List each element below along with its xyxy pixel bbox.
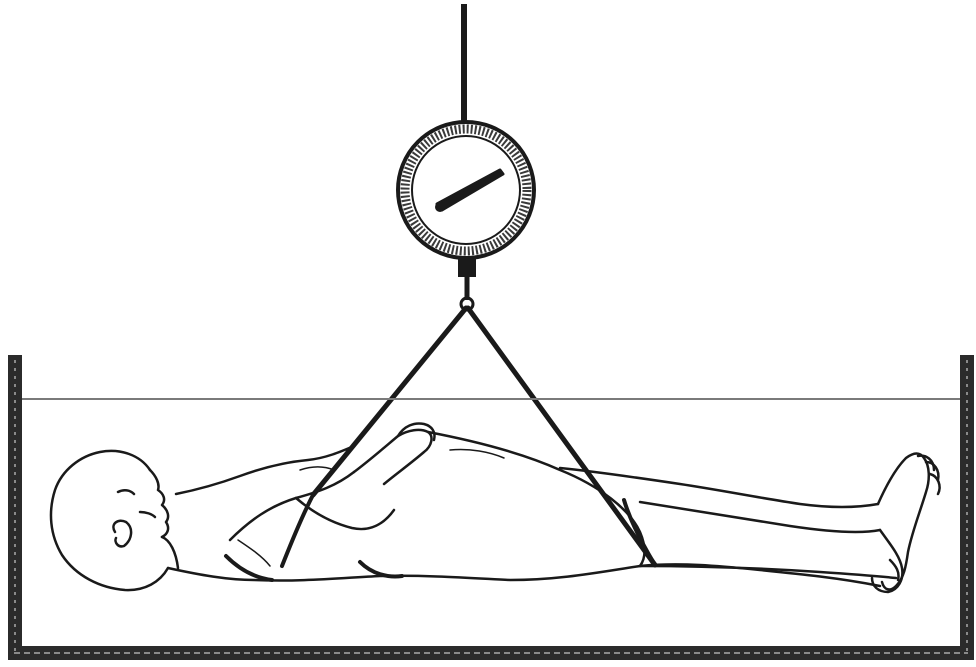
strap-left bbox=[313, 308, 466, 495]
figure-shading-2 bbox=[450, 449, 504, 458]
figure-forearm bbox=[354, 430, 431, 484]
cradle-straps bbox=[313, 308, 655, 565]
strap-support-line-2 bbox=[360, 562, 402, 576]
reclining-person-figure bbox=[51, 424, 940, 593]
figure-shading-1 bbox=[300, 467, 334, 470]
cradle-under-body bbox=[226, 495, 655, 580]
dial-needle-hub bbox=[435, 202, 445, 212]
figure-shading-3 bbox=[238, 540, 270, 566]
scale-dial-icon bbox=[398, 122, 534, 310]
figure-back bbox=[168, 564, 880, 586]
figure-ear bbox=[113, 521, 131, 547]
figure-face bbox=[150, 470, 168, 537]
strap-support-line bbox=[226, 556, 272, 580]
strap-under-torso bbox=[282, 495, 313, 566]
figure-eye bbox=[118, 490, 134, 494]
scale-hook-block bbox=[458, 257, 476, 277]
figure-neck bbox=[162, 537, 178, 568]
figure-upper-arm bbox=[230, 472, 354, 540]
strap-right bbox=[468, 308, 655, 565]
figure-mouth bbox=[140, 512, 155, 517]
figure-belly bbox=[428, 432, 645, 566]
